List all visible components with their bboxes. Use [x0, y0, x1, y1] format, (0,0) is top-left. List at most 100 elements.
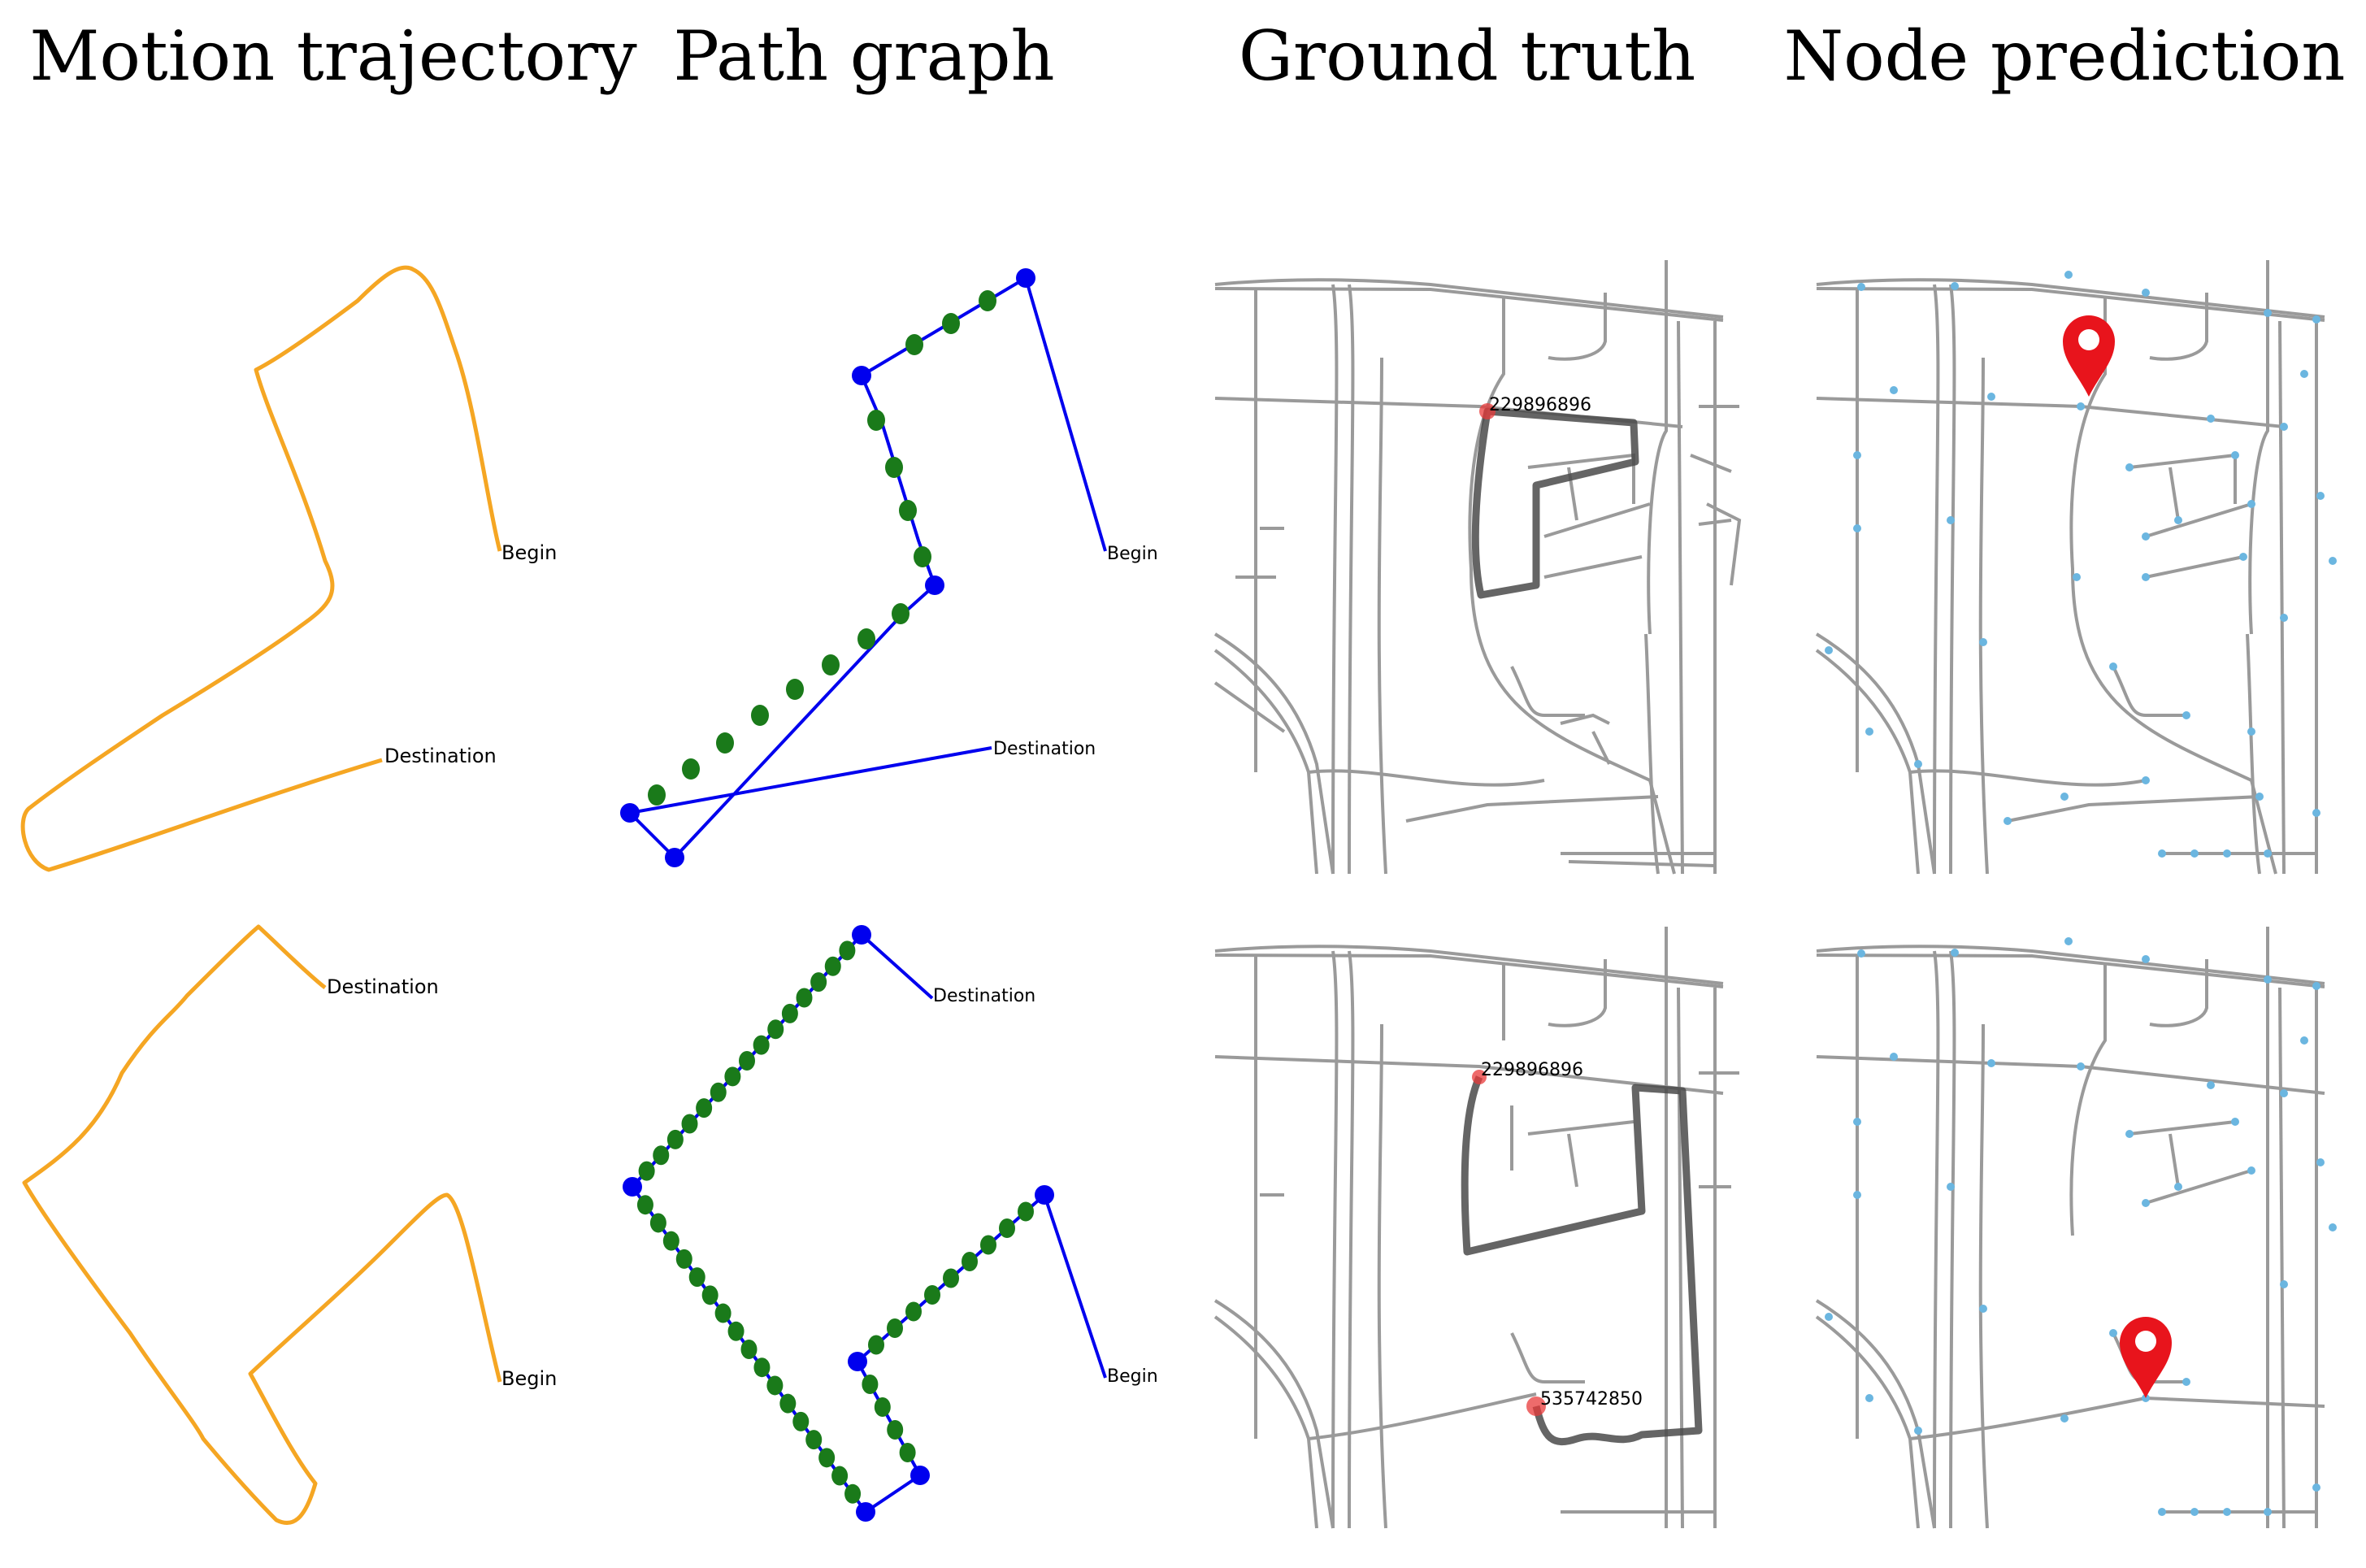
- graph-point: [962, 1252, 978, 1271]
- graph-point: [751, 705, 769, 726]
- graph-node: [665, 848, 684, 867]
- graph-node: [848, 1352, 867, 1371]
- graph-point: [1018, 1201, 1034, 1222]
- graph-point: [739, 1051, 755, 1071]
- graph-node: [852, 366, 871, 385]
- graph-point: [824, 956, 841, 976]
- graph-point: [914, 546, 931, 567]
- graph-point: [786, 679, 804, 700]
- graph-point: [636, 1195, 653, 1215]
- graph-point: [714, 1303, 732, 1323]
- ground-truth-route: [1471, 407, 1639, 599]
- graph-point: [724, 1066, 741, 1087]
- graph-point: [979, 290, 996, 311]
- trajectory-destination-label: Destination: [384, 745, 497, 767]
- ground-truth-node-marker: [1526, 1396, 1546, 1416]
- graph-point: [727, 1321, 745, 1341]
- graph-point: [681, 1114, 698, 1134]
- column-title-motion-trajectory: Motion trajectory: [29, 16, 637, 96]
- graph-point: [892, 603, 909, 624]
- graph-point: [716, 732, 734, 754]
- graph-point: [792, 1411, 810, 1431]
- graph-node: [1016, 268, 1035, 288]
- graph-node: [1035, 1185, 1054, 1205]
- graph-point: [868, 1335, 884, 1355]
- path-graph-panel-row2: Begin Destination: [623, 925, 1158, 1522]
- graph-begin-label: Begin: [1107, 1366, 1158, 1387]
- ground-truth-map-row2: [1213, 927, 1739, 1529]
- graph-point: [942, 313, 960, 334]
- graph-point: [905, 1301, 922, 1322]
- graph-point: [766, 1375, 784, 1396]
- trajectory-panel-row1: Begin Destination: [20, 265, 557, 872]
- graph-point: [818, 1448, 836, 1468]
- graph-point: [662, 1231, 679, 1251]
- graph-point: [899, 500, 917, 521]
- graph-point: [805, 1430, 823, 1450]
- graph-point: [767, 1019, 784, 1040]
- prediction-pin-icon: [2063, 315, 2115, 397]
- graph-point: [810, 972, 827, 992]
- graph-point: [710, 1082, 727, 1102]
- graph-point: [831, 1466, 849, 1486]
- graph-point: [857, 628, 875, 649]
- ground-truth-map-row1: [1213, 260, 1742, 875]
- graph-points-row2: [636, 940, 1034, 1504]
- graph-point: [887, 1318, 903, 1338]
- graph-node: [910, 1466, 930, 1485]
- graph-point: [905, 334, 923, 355]
- trajectory-panel-row2: Begin Destination: [22, 924, 557, 1525]
- trajectory-destination-label: Destination: [327, 975, 439, 998]
- graph-point: [924, 1285, 940, 1305]
- graph-node: [620, 803, 640, 823]
- ground-truth-node-marker: [1479, 403, 1496, 419]
- graph-begin-label: Begin: [1107, 544, 1158, 564]
- graph-point: [653, 1145, 670, 1166]
- graph-node: [856, 1502, 875, 1522]
- graph-point: [980, 1235, 996, 1255]
- column-title-path-graph: Path graph: [673, 16, 1055, 96]
- graph-point: [885, 457, 903, 478]
- ground-truth-node-label: 229896896: [1489, 395, 1591, 415]
- prediction-pin-icon: [2120, 1317, 2172, 1398]
- graph-point: [753, 1357, 771, 1378]
- graph-destination-label: Destination: [933, 986, 1035, 1006]
- graph-point: [839, 940, 856, 961]
- graph-edge: [626, 275, 1107, 860]
- graph-point: [649, 1213, 666, 1233]
- graph-node: [925, 576, 944, 595]
- graph-point: [638, 1161, 655, 1181]
- ground-truth-node-label: 229896896: [1481, 1060, 1583, 1080]
- graph-point: [822, 654, 840, 675]
- graph-point: [862, 1375, 879, 1394]
- trajectory-begin-label: Begin: [501, 1367, 557, 1390]
- graph-point: [675, 1249, 692, 1269]
- graph-destination-label: Destination: [993, 739, 1096, 759]
- graph-point: [887, 1420, 904, 1440]
- graph-point: [682, 758, 700, 780]
- graph-node: [623, 1177, 642, 1197]
- graph-point: [999, 1218, 1015, 1238]
- ground-truth-route: [1461, 1075, 1703, 1446]
- graph-point: [648, 784, 666, 806]
- graph-point: [696, 1098, 713, 1118]
- graph-point: [867, 410, 885, 431]
- prediction-map-row1: [1815, 260, 2325, 875]
- column-title-node-prediction: Node prediction: [1783, 16, 2346, 96]
- prediction-nodes-row1: [1825, 271, 2337, 858]
- graph-point: [779, 1393, 797, 1414]
- graph-point: [753, 1035, 770, 1055]
- trajectory-begin-label: Begin: [501, 541, 557, 564]
- path-graph-panel-row1: Begin Destination: [620, 268, 1158, 867]
- graph-node: [852, 925, 871, 945]
- prediction-nodes-row2: [1825, 937, 2337, 1516]
- graph-point: [666, 1129, 684, 1149]
- prediction-map-row2: [1815, 927, 2325, 1529]
- graph-point: [701, 1285, 718, 1305]
- graph-point: [781, 1003, 798, 1023]
- graph-point: [796, 988, 813, 1008]
- trajectory-line: [22, 924, 502, 1525]
- graph-point: [899, 1443, 916, 1462]
- graph-point: [740, 1340, 758, 1359]
- graph-point: [943, 1268, 959, 1288]
